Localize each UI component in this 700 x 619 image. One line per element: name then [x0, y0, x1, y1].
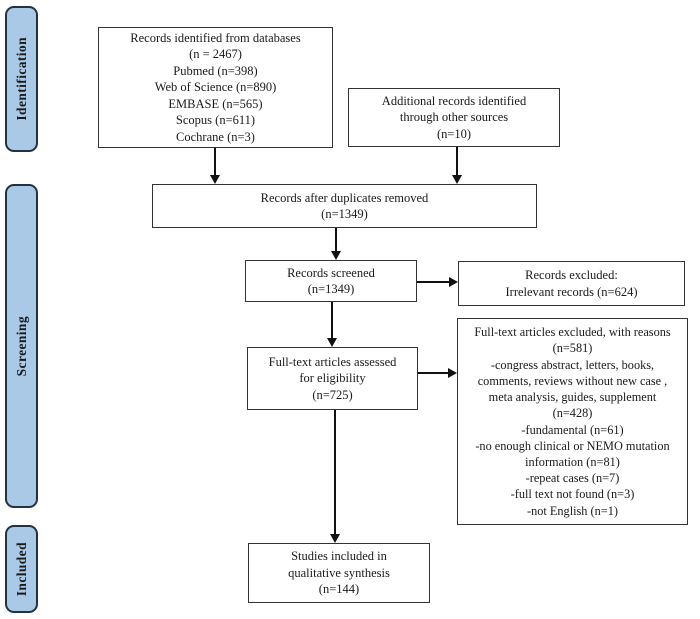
arrow-screened-to-excluded-head-icon: [449, 277, 458, 287]
box-records-after-duplicates-removed: Records after duplicates removed (n=1349…: [152, 184, 537, 228]
box-fulltext-articles-assessed: Full-text articles assessed for eligibil…: [247, 347, 418, 410]
box-additional-records-other-sources: Additional records identified through ot…: [348, 88, 560, 147]
arrow-identified-to-duplicates-head-icon: [209, 175, 220, 184]
arrow-identified-to-duplicates-line: [214, 148, 216, 176]
stage-bar-screening: Screening: [5, 184, 38, 508]
arrow-duplicates-to-screened-head-icon: [330, 251, 341, 260]
stage-label-identification: Identification: [13, 37, 29, 121]
box-records-identified-from-databases: Records identified from databases (n = 2…: [98, 27, 333, 148]
stage-label-included: Included: [13, 541, 29, 597]
arrow-additional-to-duplicates-head-icon: [451, 175, 462, 184]
arrow-screened-to-fulltext-line: [331, 302, 333, 338]
stage-bar-included: Included: [5, 525, 38, 613]
box-studies-included-qualitative-synthesis: Studies included in qualitative synthesi…: [248, 543, 430, 603]
box-records-excluded: Records excluded: Irrelevant records (n=…: [458, 261, 685, 306]
stage-bar-identification: Identification: [5, 6, 38, 152]
box-fulltext-articles-excluded: Full-text articles excluded, with reason…: [457, 318, 688, 525]
box-records-screened: Records screened (n=1349): [245, 260, 417, 302]
arrow-screened-to-excluded-line: [417, 281, 449, 283]
arrow-fulltext-to-ftexcluded-head-icon: [448, 368, 457, 378]
arrow-fulltext-to-ftexcluded-line: [418, 372, 448, 374]
arrow-screened-to-fulltext-head-icon: [326, 338, 337, 347]
arrow-duplicates-to-screened-line: [335, 228, 337, 251]
stage-label-screening: Screening: [13, 315, 29, 377]
arrow-additional-to-duplicates-line: [456, 147, 458, 176]
arrow-fulltext-to-included-line: [334, 410, 336, 534]
arrow-fulltext-to-included-head-icon: [329, 534, 340, 543]
